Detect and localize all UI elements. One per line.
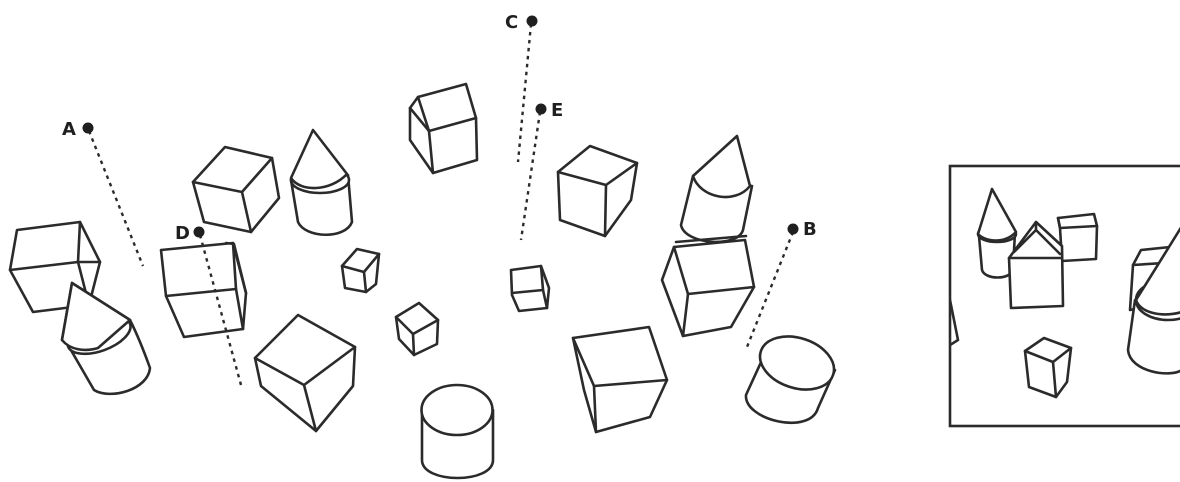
cube (191, 145, 281, 234)
viewpoint-c: C (505, 12, 538, 163)
cube-with-prism-roof (408, 82, 479, 175)
inset-view (948, 164, 1180, 428)
viewpoint-c-label: C (505, 12, 518, 33)
scene-objects (8, 82, 837, 480)
viewpoint-a-label: A (62, 119, 76, 140)
cone-on-cylinder (289, 128, 354, 236)
cube (394, 301, 440, 357)
cube (556, 144, 639, 238)
cube (253, 313, 357, 433)
cylinder (420, 383, 495, 480)
viewpoint-e: E (519, 100, 563, 241)
cube (571, 325, 669, 434)
viewpoint-b: B (745, 219, 817, 348)
cone-on-cylinder (60, 281, 152, 396)
cube (340, 247, 381, 294)
cube (159, 241, 248, 339)
viewpoint-a: A (62, 119, 145, 267)
cube (509, 264, 551, 313)
viewpoint-b-label: B (803, 219, 817, 240)
viewpoint-rays: A B C D E (62, 12, 817, 386)
cube (1056, 212, 1099, 263)
cube (1023, 336, 1073, 399)
cube (660, 234, 756, 338)
viewpoint-e-label: E (551, 100, 563, 121)
viewpoint-d-label: D (175, 223, 190, 244)
cone-on-cylinder (1126, 226, 1180, 375)
cone-on-cylinder (679, 134, 754, 244)
viewpoint-d: D (175, 223, 243, 386)
cube-with-prism-roof (1007, 220, 1065, 310)
cylinder (744, 335, 837, 424)
inset-frame (948, 164, 1180, 428)
